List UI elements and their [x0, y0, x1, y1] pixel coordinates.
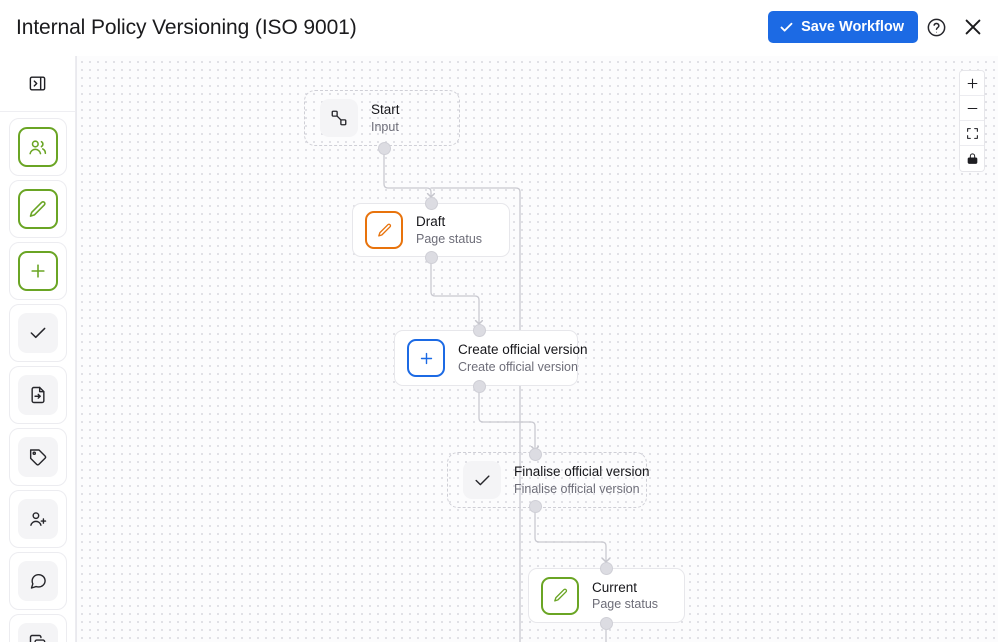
node-subtitle: Page status: [592, 597, 659, 612]
close-icon[interactable]: [960, 14, 986, 40]
tag-icon: [17, 437, 58, 477]
comment-icon: [17, 561, 58, 601]
node-subtitle: Input: [371, 119, 399, 134]
node-draft-text: Draft Page status: [416, 214, 482, 246]
node-draft[interactable]: Draft Page status: [352, 203, 510, 257]
plus-icon: [17, 251, 58, 291]
edge-start-to-draft: [383, 147, 436, 198]
users-icon: [17, 127, 58, 167]
app-header: Internal Policy Versioning (ISO 9001) Sa…: [0, 0, 998, 56]
node-title: Finalise official version: [514, 464, 650, 480]
node-handle-current-out[interactable]: [600, 617, 613, 630]
pencil-icon: [541, 576, 579, 615]
zoom-out-icon[interactable]: [960, 96, 984, 121]
node-finalise-official-version[interactable]: Finalise official version Finalise offic…: [451, 456, 650, 504]
sidebar-item-comment[interactable]: [8, 552, 67, 610]
file-import-icon: [17, 375, 58, 415]
node-handle-create-in[interactable]: [473, 324, 486, 337]
pencil-icon: [365, 211, 403, 249]
node-subtitle: Page status: [416, 231, 483, 246]
node-handle-draft-out[interactable]: [425, 251, 438, 264]
page-title: Internal Policy Versioning (ISO 9001): [16, 16, 357, 39]
workflow-icon: [320, 99, 358, 137]
sidebar-tool-list: [0, 112, 75, 642]
node-current[interactable]: Current Page status: [528, 568, 685, 623]
node-handle-finalise-out[interactable]: [529, 500, 542, 513]
sidebar-item-approve[interactable]: [8, 304, 67, 362]
node-handle-create-out[interactable]: [473, 380, 486, 393]
edge-create-to-finalise: [478, 384, 540, 451]
node-handle-draft-in[interactable]: [425, 197, 438, 210]
save-workflow-label: Save Workflow: [801, 19, 904, 35]
node-create-official-version[interactable]: Create official version Create official …: [394, 330, 588, 386]
workflow-canvas[interactable]: Start Input Draft Page status: [76, 56, 998, 642]
sidebar-divider: [76, 56, 77, 642]
edge-draft-to-create: [430, 256, 484, 325]
sidebar-item-copy[interactable]: [8, 614, 67, 642]
node-create-text: Create official version Create official …: [458, 342, 588, 374]
pencil-icon: [17, 189, 58, 229]
fit-view-icon[interactable]: [960, 121, 984, 146]
user-plus-icon: [17, 499, 58, 539]
check-icon: [463, 461, 501, 499]
check-icon: [779, 20, 794, 35]
node-handle-start-out[interactable]: [378, 142, 391, 155]
edge-finalise-to-current: [534, 505, 611, 563]
node-start[interactable]: Start Input: [308, 94, 456, 142]
node-current-text: Current Page status: [592, 580, 658, 612]
node-title: Draft: [416, 214, 446, 230]
node-subtitle: Create official version: [458, 359, 578, 374]
zoom-in-icon[interactable]: [960, 71, 984, 96]
copy-icon: [17, 623, 58, 642]
left-sidebar: [0, 56, 76, 642]
node-subtitle: Finalise official version: [514, 481, 640, 496]
node-title: Create official version: [458, 342, 588, 358]
canvas-controls: [959, 70, 985, 172]
panel-collapse-icon[interactable]: [23, 69, 53, 99]
sidebar-collapse-row: [0, 56, 75, 112]
node-title: Start: [371, 102, 400, 118]
help-circle-icon[interactable]: [923, 14, 949, 40]
node-start-text: Start Input: [371, 102, 400, 134]
node-handle-finalise-in[interactable]: [529, 448, 542, 461]
node-handle-current-in[interactable]: [600, 562, 613, 575]
node-finalise-text: Finalise official version Finalise offic…: [514, 464, 650, 496]
lock-icon[interactable]: [960, 146, 984, 171]
sidebar-item-add[interactable]: [8, 242, 67, 300]
plus-icon: [407, 339, 445, 377]
sidebar-item-edit[interactable]: [8, 180, 67, 238]
sidebar-item-add-user[interactable]: [8, 490, 67, 548]
sidebar-item-tag[interactable]: [8, 428, 67, 486]
sidebar-item-file-import[interactable]: [8, 366, 67, 424]
sidebar-item-users[interactable]: [8, 118, 67, 176]
check-icon: [17, 313, 58, 353]
save-workflow-button[interactable]: Save Workflow: [768, 11, 918, 43]
node-title: Current: [592, 579, 638, 595]
